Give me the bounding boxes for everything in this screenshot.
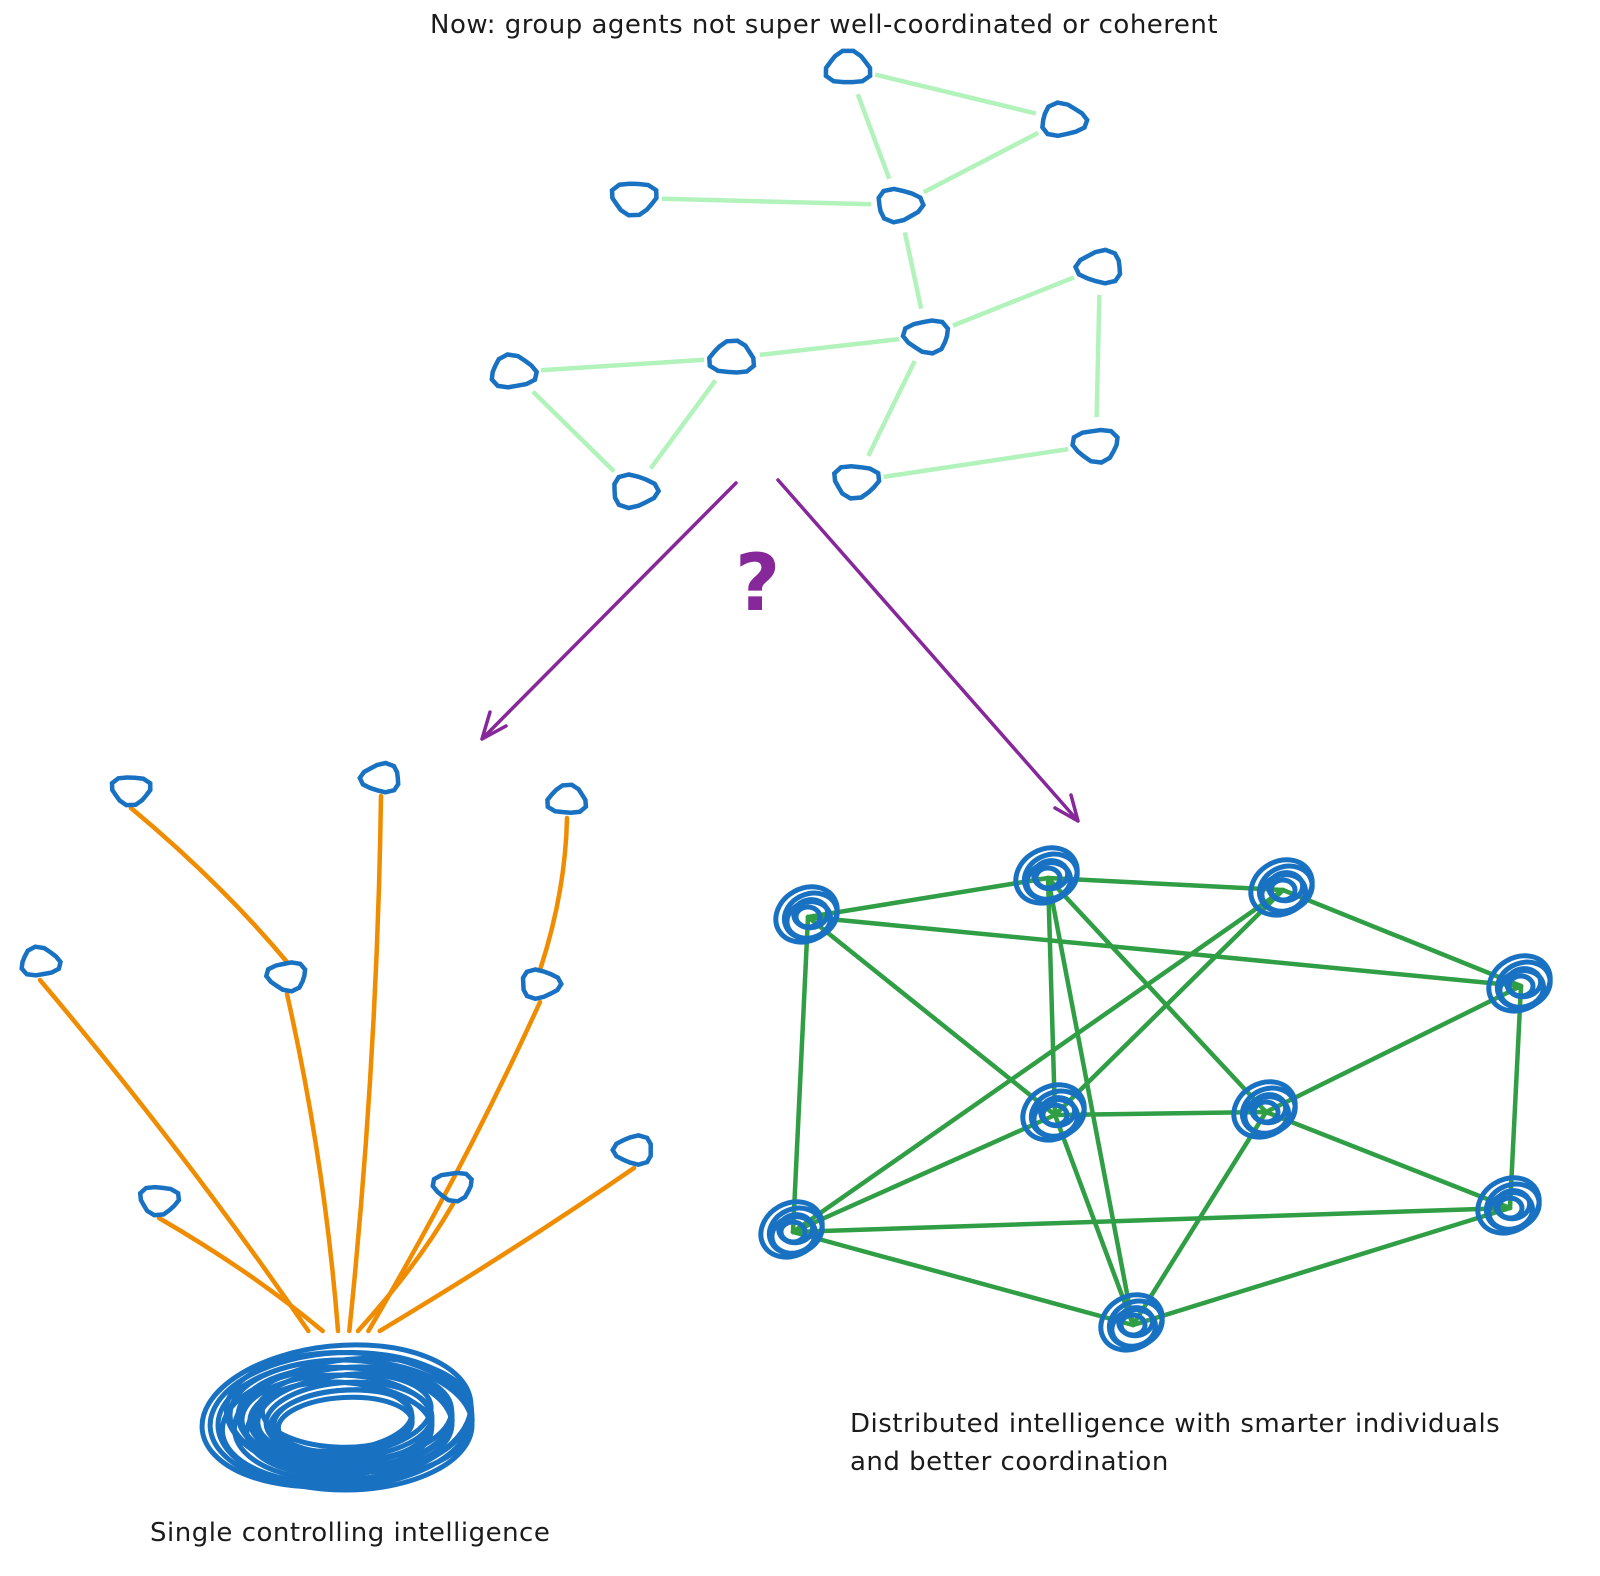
coordination-edge xyxy=(1052,887,1286,1118)
current-edge xyxy=(845,65,1066,123)
agent-node-icon xyxy=(823,48,873,85)
coordination-edge xyxy=(1263,983,1524,1115)
control-edge xyxy=(284,991,341,1334)
controlled-node-icon xyxy=(545,782,589,815)
control-edge xyxy=(156,1215,325,1334)
smart-node-stroke xyxy=(1495,1195,1525,1221)
coordination-edge xyxy=(805,914,1524,989)
controlled-node-icon xyxy=(263,960,308,994)
agent-node-icon xyxy=(831,464,882,501)
smart-node-stroke xyxy=(1268,877,1298,903)
coordination-edge xyxy=(790,1112,1058,1235)
distributed-caption-line-2: and better coordination xyxy=(850,1447,1169,1477)
current-edge xyxy=(631,195,902,208)
distributed-caption: Distributed intelligence with smarter in… xyxy=(850,1405,1500,1481)
agent-node-icon xyxy=(609,181,659,218)
coordination-edge xyxy=(1507,983,1524,1211)
smart-node-icon xyxy=(1020,1082,1087,1143)
coordination-edge xyxy=(1280,887,1524,989)
control-edge xyxy=(366,999,543,1334)
smart-node-icon xyxy=(758,1199,825,1260)
current-edge xyxy=(510,369,637,494)
single-controller-caption: Single controlling intelligence xyxy=(150,1518,551,1548)
controlled-node-icon xyxy=(520,967,564,1002)
coordination-edge xyxy=(805,875,1051,920)
smart-node-stroke xyxy=(793,904,823,930)
smart-node-icon xyxy=(1013,845,1080,906)
smart-node-icon xyxy=(1486,953,1553,1014)
current-edge xyxy=(729,333,930,361)
distributed-network xyxy=(758,845,1553,1353)
coordination-edge xyxy=(1045,875,1136,1328)
control-edge xyxy=(537,815,570,973)
controlled-node-icon xyxy=(109,775,153,808)
smart-node-stroke xyxy=(1118,1312,1148,1338)
current-edge xyxy=(1093,264,1103,448)
agent-node-icon xyxy=(876,186,926,225)
agent-node-icon xyxy=(900,318,951,356)
smart-node-icon xyxy=(1098,1292,1165,1353)
arrow-to-distributed xyxy=(776,478,1080,823)
agent-node-icon xyxy=(1070,427,1120,465)
agent-node-icon xyxy=(489,352,540,390)
control-edge xyxy=(377,1165,637,1334)
coordination-edge xyxy=(1130,1109,1269,1328)
coordination-edge xyxy=(1052,1112,1136,1328)
coordination-edge xyxy=(1263,1109,1513,1211)
title-caption: Now: group agents not super well-coordin… xyxy=(430,10,1219,40)
current-network xyxy=(485,40,1128,519)
question-mark: ? xyxy=(735,539,781,629)
smart-node-icon xyxy=(1475,1175,1542,1236)
control-edge xyxy=(355,1201,456,1334)
control-edge xyxy=(37,977,311,1334)
agent-node-icon xyxy=(1040,100,1090,139)
coordination-edge xyxy=(790,914,811,1235)
transition-arrows xyxy=(480,478,1080,823)
distributed-caption-line-1: Distributed intelligence with smarter in… xyxy=(850,1409,1501,1439)
coordination-edge xyxy=(1045,875,1286,893)
coordination-edge xyxy=(790,887,1286,1235)
agent-node-icon xyxy=(1072,247,1123,286)
current-edge xyxy=(510,355,735,375)
controlled-node-icon xyxy=(610,1132,653,1168)
current-edge xyxy=(924,264,1103,339)
coordination-edge xyxy=(1045,875,1058,1118)
smart-node-stroke xyxy=(1040,1102,1070,1128)
controlled-node-icon xyxy=(357,760,401,795)
smart-node-stroke xyxy=(778,1219,808,1245)
coordination-edge xyxy=(1130,1205,1513,1328)
coordination-edge xyxy=(790,1229,1136,1328)
current-edge xyxy=(896,117,1066,208)
agent-node-icon xyxy=(706,338,757,375)
controller-hub-stroke xyxy=(275,1394,415,1456)
coordination-edge xyxy=(1052,1109,1269,1118)
agent-node-icon xyxy=(612,472,662,511)
control-edge xyxy=(128,805,290,965)
smart-node-stroke xyxy=(1033,865,1063,891)
controlled-node-icon xyxy=(430,1170,474,1204)
single-controller-network xyxy=(19,760,653,1493)
smart-node-icon xyxy=(1248,857,1315,918)
smart-node-stroke xyxy=(1251,1099,1281,1125)
smart-node-icon xyxy=(1231,1079,1298,1140)
arrow-to-single-controller xyxy=(480,481,738,741)
controlled-node-icon xyxy=(137,1184,182,1218)
controlled-node-icon xyxy=(19,944,63,978)
coordination-edge xyxy=(790,1205,1513,1235)
smart-node-stroke xyxy=(1506,973,1536,999)
coordination-edge xyxy=(1045,875,1269,1115)
current-edge xyxy=(853,442,1099,484)
coordination-edge xyxy=(805,914,1058,1118)
control-edge xyxy=(347,793,384,1334)
smart-node-icon xyxy=(773,884,840,945)
